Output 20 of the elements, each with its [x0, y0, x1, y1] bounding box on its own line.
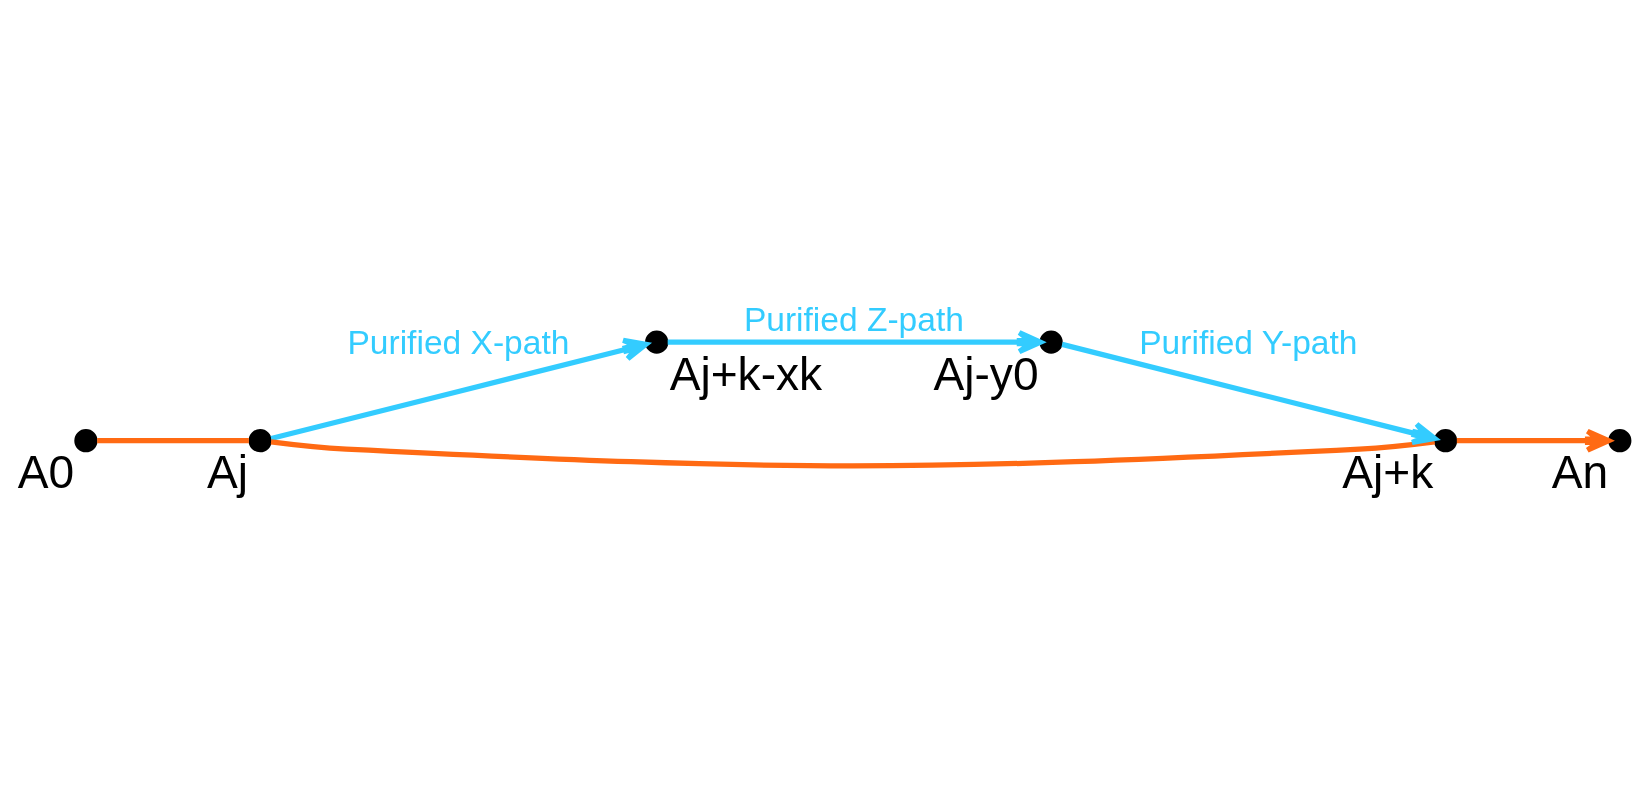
edge-label: Purified X-path	[347, 323, 570, 361]
edge-label: Purified Z-path	[743, 300, 964, 338]
arrow	[270, 337, 649, 441]
node-label: Aj+k-xk	[669, 347, 823, 400]
arrow	[1456, 428, 1612, 453]
connector	[97, 437, 249, 443]
node-label: A0	[17, 445, 75, 498]
node-circle	[74, 428, 98, 452]
node-circle	[645, 330, 669, 354]
arrow	[1061, 341, 1438, 445]
node-label: Aj+k	[1342, 445, 1434, 498]
node-label: An	[1551, 445, 1609, 498]
node-circle	[248, 428, 272, 452]
connector	[270, 438, 1435, 468]
node-circle	[1039, 330, 1063, 354]
node-label: Aj-y0	[933, 347, 1039, 400]
edge-label: Purified Y-path	[1139, 323, 1358, 361]
node-circle	[1608, 428, 1632, 452]
node-label: Aj	[207, 445, 249, 498]
node-circle	[1433, 428, 1458, 452]
